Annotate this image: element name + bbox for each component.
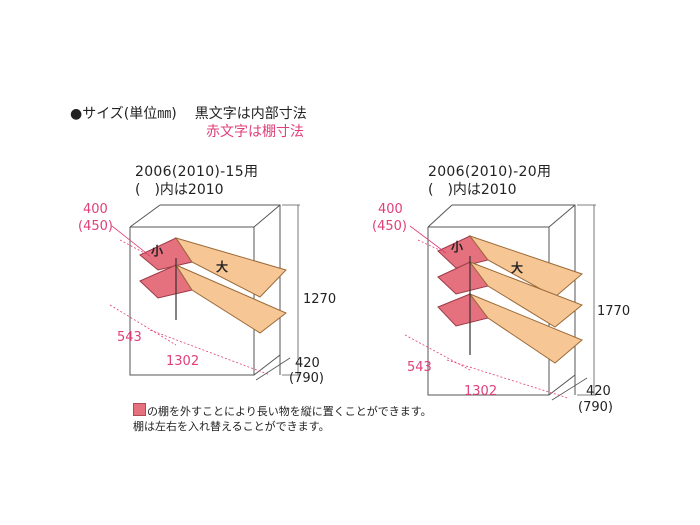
unit1-title: 2006(2010)-15用 xyxy=(135,164,259,180)
bullet-icon: ● xyxy=(70,106,83,122)
unit1-drawing xyxy=(109,204,300,381)
unit1-depth-alt: (790) xyxy=(289,371,324,386)
unit2-total-width: 1302 xyxy=(464,384,498,399)
unit1-depth-line xyxy=(255,357,291,381)
unit2-shelf-depth: 400 xyxy=(378,202,403,217)
unit1-small-label: 小 xyxy=(151,244,164,258)
unit1-large-shelf-top xyxy=(174,237,287,298)
size-unit-label: サイズ(単位㎜) xyxy=(82,106,177,122)
unit2-total-width-line xyxy=(446,359,569,399)
legend-red-text: 赤文字は棚寸法 xyxy=(206,124,304,140)
unit1-large-shelf-bottom xyxy=(174,263,287,334)
unit2-depth-dim-line xyxy=(409,225,447,254)
legend-black-text: 黒文字は内部寸法 xyxy=(194,106,307,122)
unit1-shelf-depth: 400 xyxy=(83,202,108,217)
note-line-1: の棚を外すことにより長い物を縦に置くことができます。 xyxy=(133,403,432,419)
unit1-small-width-line xyxy=(109,304,177,346)
unit1-small-width: 543 xyxy=(117,330,142,345)
unit1-large-label: 大 xyxy=(216,260,229,274)
note-line-2: 棚は左右を入れ替えることができます。 xyxy=(133,420,330,433)
unit2-drawing xyxy=(404,204,596,401)
unit1-total-width-line xyxy=(149,329,271,376)
unit2-small-label: 小 xyxy=(451,240,464,254)
unit1-total-width: 1302 xyxy=(166,354,200,369)
pink-shelf-swatch-icon xyxy=(133,403,146,416)
unit1-height: 1270 xyxy=(303,292,337,307)
unit2-paren-note: ( )内は2010 xyxy=(428,182,517,198)
unit2-large-shelf-bottom xyxy=(468,292,583,364)
unit1-top-left-edge xyxy=(129,204,161,228)
unit2-shelf-depth-alt: (450) xyxy=(372,219,407,234)
unit2-title: 2006(2010)-20用 xyxy=(428,164,552,180)
unit2-large-label: 大 xyxy=(511,261,524,275)
unit1-depth: 420 xyxy=(295,356,320,371)
unit2-height: 1770 xyxy=(597,304,631,319)
unit1-top-right-edge xyxy=(253,204,281,228)
unit1-shelf-depth-alt: (450) xyxy=(78,219,113,234)
unit2-depth-alt: (790) xyxy=(578,400,613,415)
unit1-paren-note: ( )内は2010 xyxy=(135,182,224,198)
size-header: ●サイズ(単位㎜) 黒文字は内部寸法 xyxy=(70,103,307,123)
unit2-depth: 420 xyxy=(586,384,611,399)
unit2-depth-line xyxy=(551,377,588,401)
note-line-1-text: の棚を外すことにより長い物を縦に置くことができます。 xyxy=(147,405,432,418)
unit2-large-shelf-middle xyxy=(468,260,583,328)
unit1-depth-dim-line xyxy=(111,225,151,257)
unit2-small-width: 543 xyxy=(407,360,432,375)
unit1-bottom-right-edge xyxy=(253,354,281,376)
